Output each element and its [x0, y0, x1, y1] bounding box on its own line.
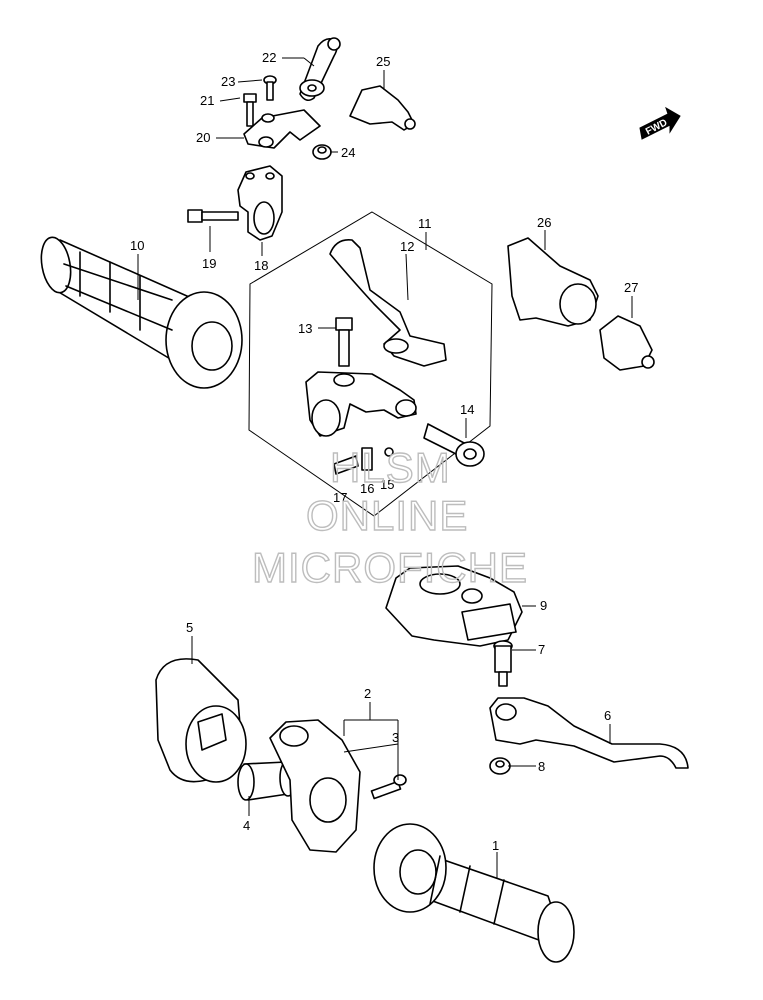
leader-lines	[137, 57, 633, 878]
watermark-line-3: MICROFICHE	[252, 544, 528, 591]
part-23-screw[interactable]	[263, 75, 277, 101]
callout-9: 9	[540, 598, 547, 613]
assembly-frame	[248, 211, 493, 517]
part-1-grip[interactable]	[373, 823, 575, 963]
part-7-bolt[interactable]	[493, 640, 513, 687]
callout-27: 27	[624, 280, 638, 295]
callout-8: 8	[538, 759, 545, 774]
callout-5: 5	[186, 620, 193, 635]
callout-19: 19	[202, 256, 216, 271]
callout-21: 21	[200, 93, 214, 108]
part-9-switch-housing[interactable]	[385, 565, 523, 647]
fwd-arrow-icon: FWD	[639, 106, 681, 140]
part-15-ball[interactable]	[384, 447, 394, 457]
part-12-clutch-lever[interactable]	[329, 238, 447, 367]
part-8-nut[interactable]	[489, 757, 511, 775]
callout-labels: 22 23 21 20 24 25 19 18 10 11 12 13 14 1…	[130, 50, 638, 853]
callout-4: 4	[243, 818, 250, 833]
part-27-adjuster[interactable]	[599, 315, 655, 371]
part-3-screw[interactable]	[370, 774, 407, 800]
callout-14: 14	[460, 402, 474, 417]
callout-26: 26	[537, 215, 551, 230]
callout-11: 11	[418, 216, 432, 231]
watermark-line-1: HLSM	[330, 444, 451, 491]
part-21-bolt[interactable]	[243, 93, 257, 127]
callout-18: 18	[254, 258, 268, 273]
callout-7: 7	[538, 642, 545, 657]
callout-13: 13	[298, 321, 312, 336]
part-13-bolt[interactable]	[335, 317, 353, 367]
part-25-cable-holder[interactable]	[349, 85, 416, 131]
part-2-throttle-housing[interactable]	[269, 719, 361, 853]
part-17-spring[interactable]	[333, 455, 359, 475]
callout-25: 25	[376, 54, 390, 69]
part-26-boot[interactable]	[507, 237, 599, 327]
callout-22: 22	[262, 50, 276, 65]
part-16-pin[interactable]	[361, 447, 373, 471]
callout-20: 20	[196, 130, 210, 145]
callout-6: 6	[604, 708, 611, 723]
callout-15: 15	[380, 477, 394, 492]
callout-1: 1	[492, 838, 499, 853]
part-24-nut[interactable]	[312, 144, 332, 160]
callout-2: 2	[364, 686, 371, 701]
part-20-lever-holder[interactable]	[243, 109, 321, 149]
watermark-line-2: ONLINE	[306, 492, 468, 539]
part-10-grip[interactable]	[37, 235, 243, 389]
callout-3: 3	[392, 730, 399, 745]
callout-23: 23	[221, 74, 235, 89]
callout-16: 16	[360, 481, 374, 496]
watermark: HLSM ONLINE MICROFICHE	[251, 443, 528, 591]
part-19-bolt[interactable]	[187, 209, 239, 223]
part-6-brake-lever[interactable]	[489, 697, 689, 769]
part-18-clamp[interactable]	[237, 165, 283, 241]
lever-holder-body[interactable]	[305, 371, 417, 437]
callout-24: 24	[341, 145, 355, 160]
callout-17: 17	[333, 490, 347, 505]
callout-10: 10	[130, 238, 144, 253]
callout-12: 12	[400, 239, 414, 254]
part-22-hot-start-lever[interactable]	[299, 37, 341, 102]
fwd-label: FWD	[644, 117, 669, 137]
part-5-throttle-cover[interactable]	[155, 658, 247, 783]
part-14-adjuster[interactable]	[423, 423, 485, 467]
